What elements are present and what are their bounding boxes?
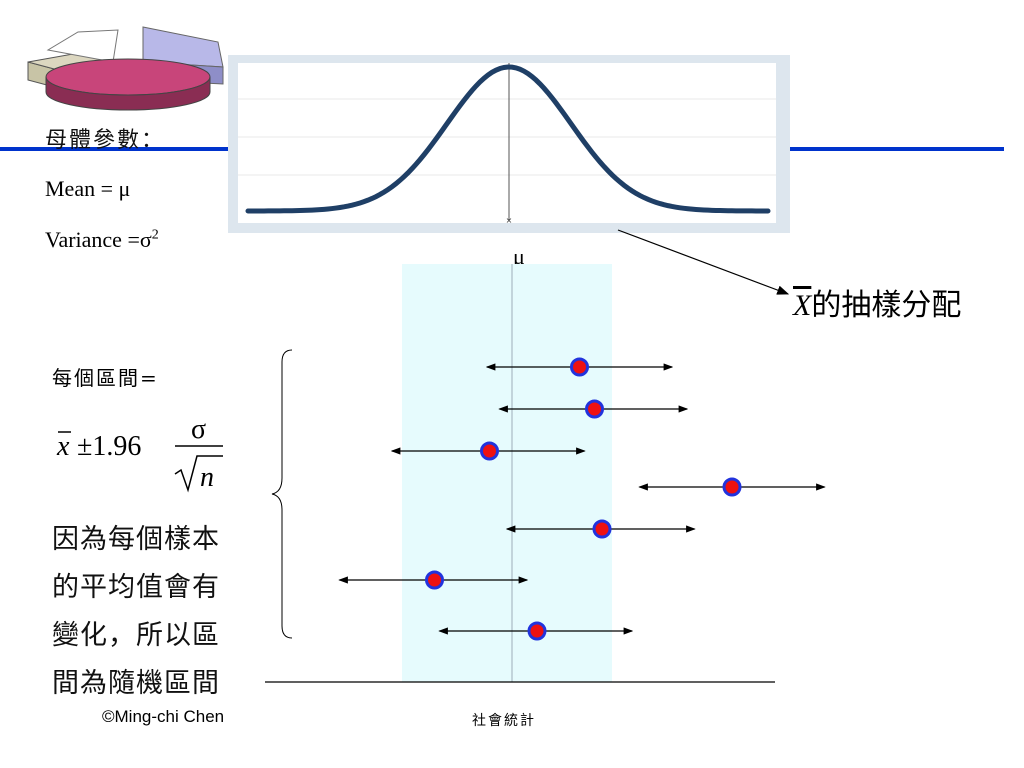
population-parameters-title: 母體參數：	[45, 128, 166, 153]
left-brace	[271, 349, 293, 639]
explanation-line: 間為隨機區間	[52, 668, 220, 699]
xbar-symbol: X	[793, 289, 812, 322]
explanation-text: 因為每個樣本 的平均值會有 變化，所以區 間為隨機區間	[52, 516, 282, 708]
pie-chart-logo	[27, 26, 224, 111]
sample-mean-point	[425, 570, 444, 590]
sqrt-symbol	[174, 455, 223, 493]
copyright: ©Ming-chi Chen	[102, 707, 225, 726]
mu-tick-mark: ×	[506, 216, 513, 225]
sampling-text: 的抽樣分配	[811, 289, 962, 322]
normal-curve-chart: ×	[228, 55, 790, 233]
sample-mean-point	[480, 441, 499, 461]
variance-label: Variance =σ2	[45, 227, 159, 253]
formula-pm: ±1.96	[77, 431, 141, 462]
sample-mean-point	[592, 519, 612, 539]
sampling-distribution-label: X的抽樣分配	[793, 280, 961, 324]
mu-label: μ	[513, 244, 525, 269]
variance-text: Variance =σ	[45, 227, 152, 252]
formula-sigma: σ	[191, 414, 206, 445]
mean-label: Mean = μ	[45, 176, 131, 201]
interval-label: 每個區間=	[52, 366, 159, 390]
sample-mean-point	[722, 477, 742, 497]
sample-mean-point	[585, 399, 604, 419]
sample-mean-point	[570, 357, 589, 377]
plot-area	[238, 63, 776, 223]
interval-group	[338, 357, 826, 641]
gridlines	[238, 98, 776, 176]
title-rule-right	[788, 147, 1004, 151]
confidence-band	[402, 264, 612, 682]
formula-n: n	[200, 462, 214, 493]
interval-formula: x ±1.96 σ n	[56, 414, 223, 493]
explanation-line: 因為每個樣本	[52, 524, 220, 555]
explanation-line: 變化，所以區	[52, 620, 220, 651]
formula-xbar: x	[56, 431, 70, 462]
footer-title: 社會統計	[472, 713, 536, 729]
sample-mean-point	[527, 621, 547, 641]
variance-exponent: 2	[151, 227, 159, 243]
normal-curve	[245, 64, 771, 214]
title-rule-left	[0, 147, 232, 151]
explanation-line: 的平均值會有	[52, 572, 220, 603]
